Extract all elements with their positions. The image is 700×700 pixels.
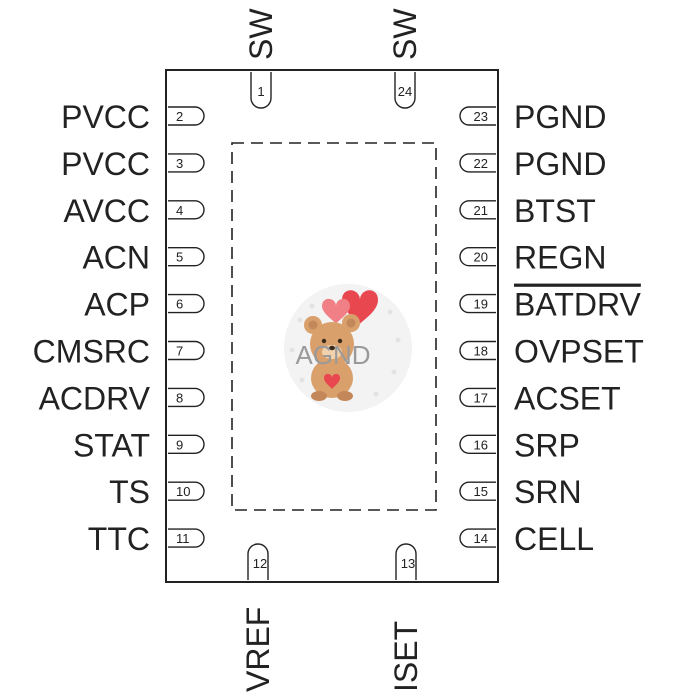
pin-pad-left — [168, 387, 205, 408]
pin-label: SRN — [514, 474, 582, 510]
pin-pad-left — [168, 106, 205, 126]
pin-label: TS — [109, 474, 150, 510]
package-outline — [165, 69, 499, 583]
pin-label: PGND — [514, 146, 606, 182]
pin-number: 2 — [176, 109, 183, 124]
pin-pad-left — [168, 340, 205, 361]
pin-label: BATDRV — [514, 287, 642, 323]
pin-number: 23 — [474, 109, 488, 124]
pin-number: 24 — [398, 84, 412, 99]
pin-pad-top — [394, 72, 416, 109]
pin-pad-bottom — [395, 543, 417, 580]
pin-pad-right — [459, 528, 496, 548]
bear-sticker-watermark — [284, 284, 412, 412]
pin-pad-right — [459, 481, 496, 501]
pin-number: 15 — [474, 484, 488, 499]
pin-label: CELL — [514, 521, 594, 557]
pin-number: 19 — [474, 297, 488, 312]
pin-pad-left — [168, 153, 205, 173]
pin-number: 14 — [474, 531, 488, 546]
pin-label: SRP — [514, 427, 580, 463]
pin-label: BTST — [514, 193, 596, 229]
pin-pad-right — [459, 387, 496, 408]
pin-number: 3 — [176, 156, 183, 171]
pin-label: PGND — [514, 99, 606, 135]
pin-number: 22 — [474, 156, 488, 171]
pin-pad-right — [459, 434, 496, 454]
pin-number: 17 — [474, 390, 488, 405]
pin-pad-left — [168, 247, 205, 267]
pin-pad-top — [250, 72, 272, 109]
pin-label: STAT — [73, 427, 150, 463]
pin-label: ISET — [388, 621, 424, 692]
pin-label: REGN — [514, 240, 606, 276]
pin-number: 21 — [474, 203, 488, 218]
pin-number: 18 — [474, 344, 488, 359]
pin-label: ACP — [84, 287, 150, 323]
pin-number: 7 — [176, 344, 183, 359]
pin-number: 12 — [253, 556, 267, 571]
pin-pad-bottom — [247, 543, 269, 580]
pin-number: 10 — [176, 484, 190, 499]
pin-number: 11 — [176, 531, 190, 546]
pin-pad-left — [168, 434, 205, 454]
pin-pad-left — [168, 528, 205, 548]
pin-number: 20 — [474, 250, 488, 265]
pin-pad-right — [459, 247, 496, 267]
pin-label: OVPSET — [514, 334, 644, 370]
pin-number: 5 — [176, 250, 183, 265]
pin-pad-right — [459, 200, 496, 220]
pin-label: AVCC — [63, 193, 150, 229]
pins-layer: 2PVCC3PVCC4AVCC5ACN6ACP7CMSRC8ACDRV9STAT… — [33, 8, 644, 692]
pin-label: TTC — [88, 521, 150, 557]
pin-label: VREF — [240, 607, 276, 692]
pin-pad-left — [168, 481, 205, 501]
pin-label: PVCC — [61, 146, 150, 182]
pin-pad-right — [459, 106, 496, 126]
pin-number: 4 — [176, 203, 183, 218]
pin-label: CMSRC — [33, 334, 150, 370]
pin-number: 13 — [401, 556, 415, 571]
pin-number: 8 — [176, 390, 183, 405]
pin-pad-left — [168, 200, 205, 220]
pin-number: 6 — [176, 297, 183, 312]
pin-label: ACDRV — [39, 380, 151, 416]
pin-number: 1 — [257, 84, 264, 99]
pin-label: ACN — [82, 240, 150, 276]
thermal-pad — [231, 142, 437, 511]
pin-pad-right — [459, 340, 496, 361]
pin-label: SW — [243, 8, 279, 60]
pin-label: SW — [387, 8, 423, 60]
pin-label: PVCC — [61, 99, 150, 135]
pin-pad-left — [168, 293, 205, 314]
pin-number: 16 — [474, 437, 488, 452]
pin-pad-right — [459, 293, 496, 314]
pin-label: ACSET — [514, 380, 621, 416]
thermal-pad-label: AGND — [295, 340, 370, 370]
pin-number: 9 — [176, 437, 183, 452]
pin-pad-right — [459, 153, 496, 173]
